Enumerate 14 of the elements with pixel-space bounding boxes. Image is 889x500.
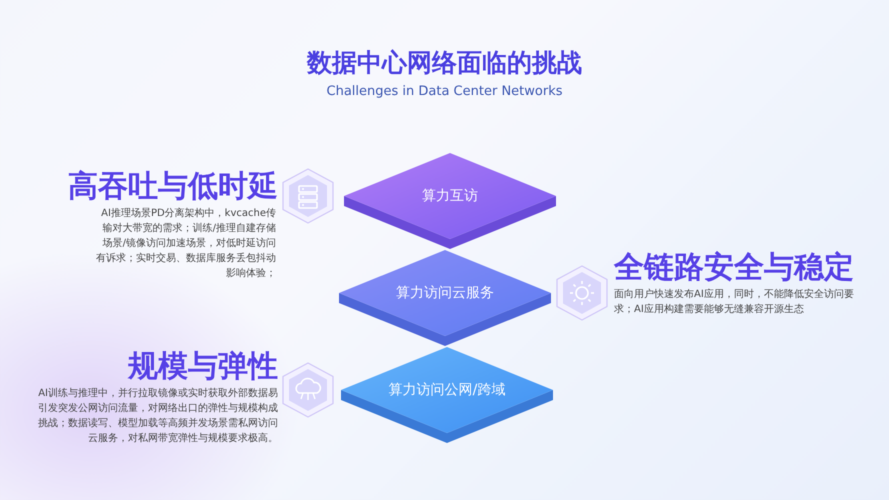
diamond-layer: [344, 153, 556, 249]
subtitle: Challenges in Data Center Networks: [326, 84, 564, 99]
description-text: AI训练与推理中，并行拉取镜像或实时获取外部数据易引发突发公网访问流量，对网络出口的弹性与规模构成挑战；数据读写、模型加载等高频并发场景需私网访问云服务，对私网带宽弹性与规模要求极高。: [37, 386, 278, 446]
description-text: AI推理场景PD分离架构中，kvcache传输对大带宽的需求；训练/推理自建存储场景/镜像访问加速场景，对低时延访问有诉求；实时交易、数据库服务丢包抖动影响体验；: [95, 206, 276, 281]
section-heading: 规模与弹性: [128, 348, 278, 386]
slide-title: 数据中心网络面临的挑战: [306, 47, 583, 79]
section-heading: 高吞吐与低时延: [68, 168, 278, 206]
description-text: 面向用户快速发布AI应用，同时，不能降低安全访问要求；AI应用构建需要能够无缝兼容开源生态: [614, 288, 855, 317]
layer-label: 算力访问云服务: [395, 284, 495, 302]
diamond-layer: [341, 347, 553, 443]
section-heading: 全链路安全与稳定: [614, 249, 854, 287]
layer-label: 算力访问公网/跨域: [388, 381, 506, 399]
layer-label: 算力互访: [421, 187, 479, 205]
diamond-layer: [339, 250, 551, 346]
